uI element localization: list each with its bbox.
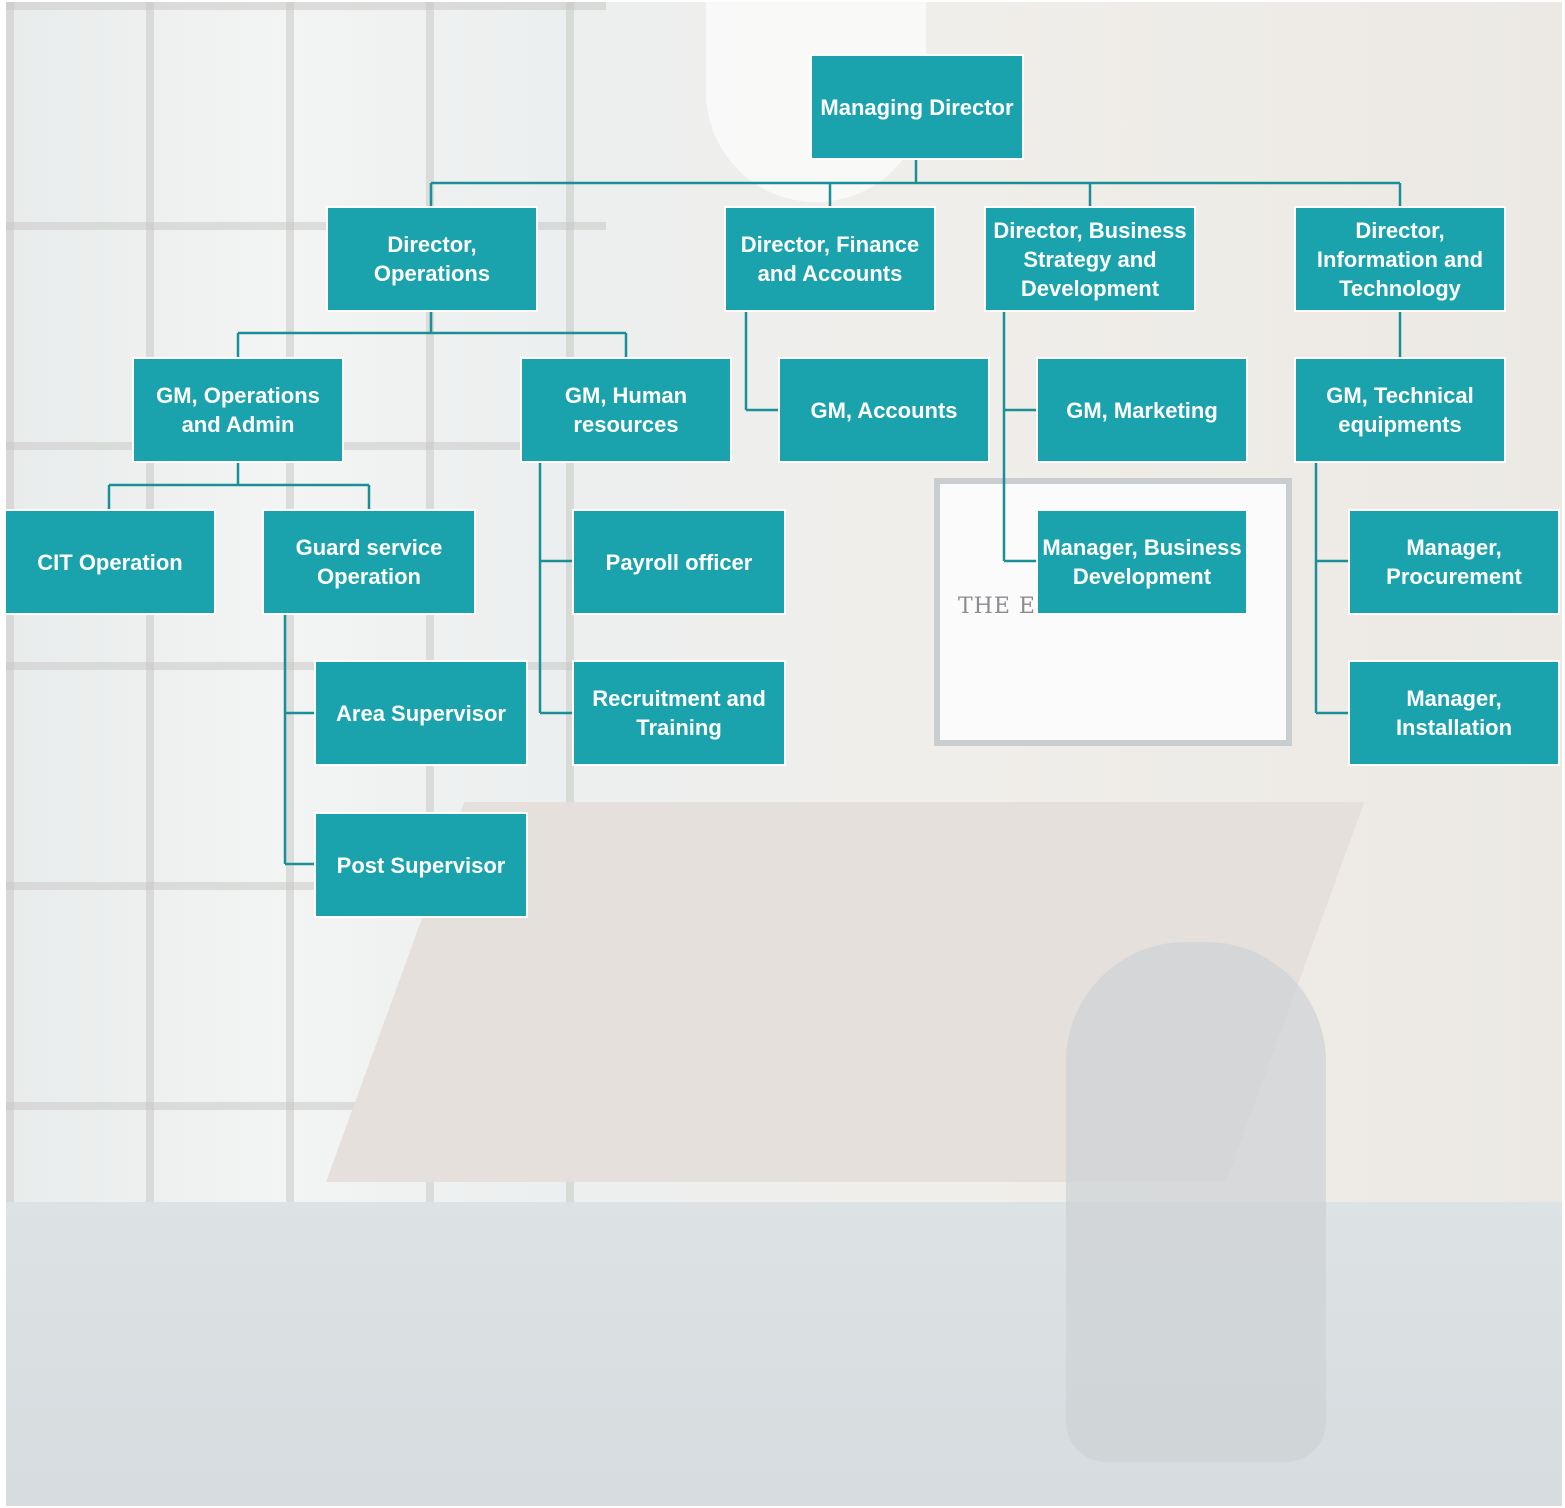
node-label: Recruitment and Training — [592, 686, 766, 740]
node-director-information-technology: Director, Information and Technology — [1294, 206, 1506, 312]
node-gm-technical-equipments: GM, Technical equipments — [1294, 357, 1506, 463]
node-label: GM, Technical equipments — [1326, 383, 1474, 437]
node-manager-installation: Manager, Installation — [1348, 660, 1560, 766]
node-label: Director, Business Strategy and Developm… — [993, 217, 1187, 301]
node-label: Director, Information and Technology — [1316, 217, 1484, 301]
node-label: Guard service Operation — [295, 535, 443, 589]
node-label: GM, Marketing — [1066, 397, 1218, 423]
node-gm-marketing: GM, Marketing — [1036, 357, 1248, 463]
node-label: Managing Director — [820, 94, 1014, 120]
node-cit-operation: CIT Operation — [4, 509, 216, 615]
node-gm-human-resources: GM, Human resources — [520, 357, 732, 463]
node-label: GM, Accounts — [810, 397, 958, 423]
node-payroll-officer: Payroll officer — [572, 509, 786, 615]
node-gm-accounts: GM, Accounts — [778, 357, 990, 463]
node-director-business-strategy: Director, Business Strategy and Developm… — [984, 206, 1196, 312]
node-manager-business-development: Manager, Business Development — [1036, 509, 1248, 615]
node-recruitment-training: Recruitment and Training — [572, 660, 786, 766]
node-label: Payroll officer — [605, 549, 753, 575]
node-label: Director, Operations — [373, 232, 491, 286]
node-label: Post Supervisor — [336, 852, 506, 878]
node-label: CIT Operation — [37, 549, 183, 575]
node-label: Manager, Procurement — [1386, 535, 1522, 589]
node-label: Manager, Business Development — [1042, 535, 1242, 589]
node-guard-service-operation: Guard service Operation — [262, 509, 476, 615]
background-office-chair — [1066, 942, 1326, 1462]
node-label: Manager, Installation — [1395, 686, 1513, 740]
node-manager-procurement: Manager, Procurement — [1348, 509, 1560, 615]
node-director-operations: Director, Operations — [326, 206, 538, 312]
node-label: GM, Human resources — [564, 383, 688, 437]
node-gm-operations-admin: GM, Operations and Admin — [132, 357, 344, 463]
node-label: Area Supervisor — [336, 700, 506, 726]
node-managing-director: Managing Director — [810, 54, 1024, 160]
node-label: Director, Finance and Accounts — [740, 232, 920, 286]
node-director-finance: Director, Finance and Accounts — [724, 206, 936, 312]
node-post-supervisor: Post Supervisor — [314, 812, 528, 918]
node-area-supervisor: Area Supervisor — [314, 660, 528, 766]
node-label: GM, Operations and Admin — [156, 383, 320, 437]
